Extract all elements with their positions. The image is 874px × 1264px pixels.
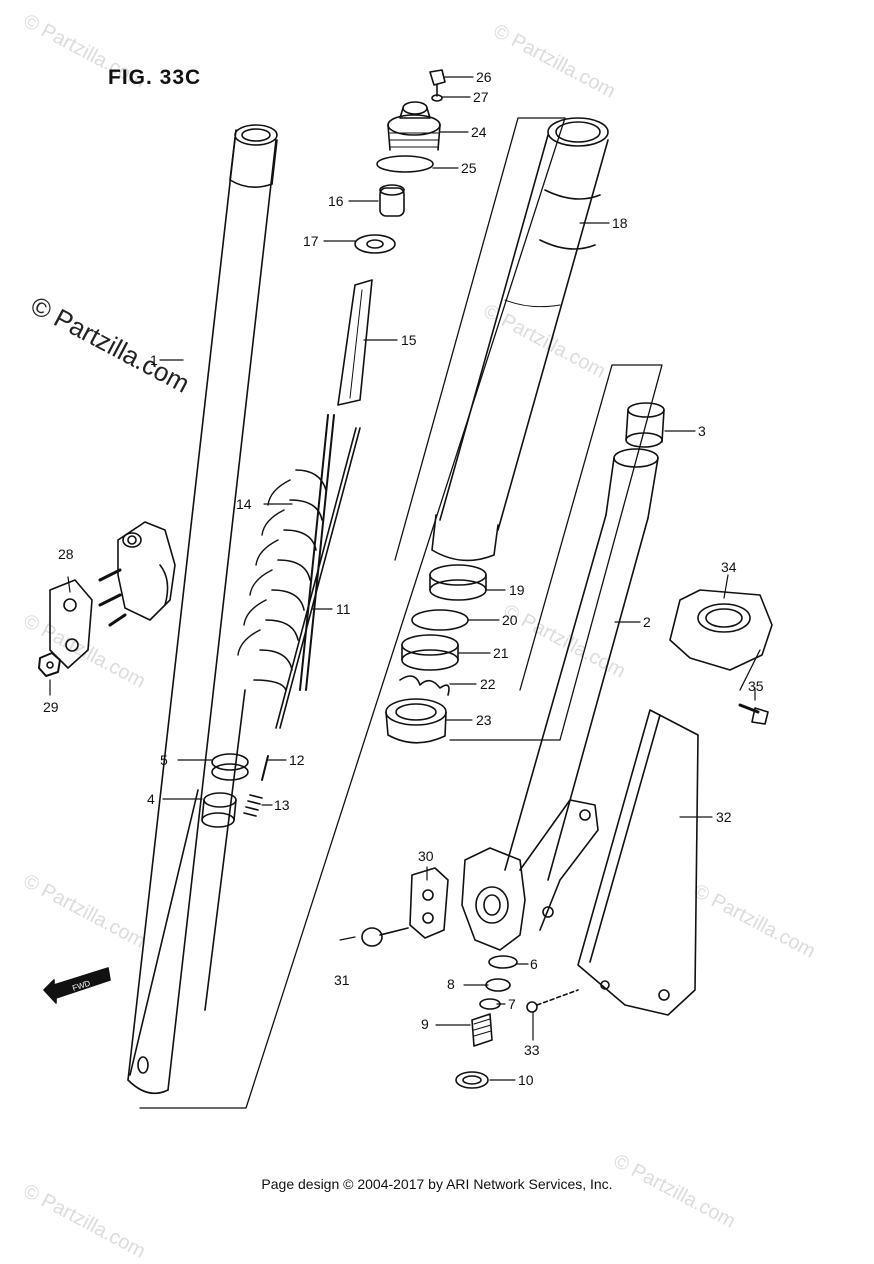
callout-18: 18 — [612, 215, 628, 231]
figure-title: FIG. 33C — [108, 66, 202, 89]
callout-32: 32 — [716, 809, 732, 825]
callout-27: 27 — [473, 89, 489, 105]
callout-17: 17 — [303, 233, 319, 249]
callout-33: 33 — [524, 1042, 540, 1058]
callout-25: 25 — [461, 160, 477, 176]
callout-5: 5 — [160, 752, 168, 768]
drain-parts — [455, 955, 518, 1089]
callout-2: 2 — [643, 614, 651, 630]
callout-11: 11 — [336, 601, 351, 617]
seals-stack — [385, 564, 487, 744]
cap-bolt-assembly — [354, 69, 446, 254]
callout-22: 22 — [480, 676, 496, 692]
callout-7: 7 — [508, 996, 516, 1012]
rod — [275, 427, 361, 729]
callout-12: 12 — [289, 752, 305, 768]
callout-24: 24 — [471, 124, 487, 140]
spring-guide — [337, 279, 373, 406]
fwd-arrow-badge: FWD — [43, 967, 111, 1004]
axle-clamp — [49, 579, 93, 669]
callout-30: 30 — [418, 848, 434, 864]
bushings-left — [201, 753, 249, 828]
callout-8: 8 — [447, 976, 455, 992]
bolt-33 — [526, 989, 579, 1013]
clamp-right — [409, 867, 449, 939]
callout-21: 21 — [493, 645, 509, 661]
callout-3: 3 — [698, 423, 706, 439]
fork-guard — [577, 709, 699, 1016]
callout-10: 10 — [518, 1072, 534, 1088]
callout-leaders — [49, 76, 756, 1081]
callout-15: 15 — [401, 332, 417, 348]
callout-1: 1 — [150, 352, 158, 368]
callout-14: 14 — [236, 496, 252, 512]
callout-9: 9 — [421, 1016, 429, 1032]
callout-26: 26 — [476, 69, 492, 85]
outer-tube-right — [504, 402, 665, 881]
callout-29: 29 — [43, 699, 59, 715]
fork-spring — [204, 414, 335, 1011]
callout-13: 13 — [274, 797, 290, 813]
fork-clamp — [669, 589, 773, 671]
callout-16: 16 — [328, 193, 344, 209]
callout-31: 31 — [334, 972, 350, 988]
axle-holder-right — [461, 799, 599, 951]
outer-tube — [431, 117, 609, 562]
callout-6: 6 — [530, 956, 538, 972]
clamp-studs — [98, 568, 127, 627]
callout-28: 28 — [58, 546, 74, 562]
callout-4: 4 — [147, 791, 155, 807]
nut — [38, 652, 61, 677]
footer-copyright: Page design © 2004-2017 by ARI Network S… — [261, 1176, 613, 1192]
callout-numbers: 26 27 24 25 16 17 18 15 1 3 14 34 28 19 … — [43, 69, 764, 1088]
small-pin-spring — [243, 755, 269, 817]
callout-34: 34 — [721, 559, 737, 575]
callout-20: 20 — [502, 612, 518, 628]
bolt-35 — [738, 703, 769, 725]
callout-35: 35 — [748, 678, 764, 694]
exploded-parts-diagram: FWD 26 27 24 25 16 17 18 15 1 3 14 34 28… — [38, 69, 773, 1109]
bolt-31 — [361, 927, 409, 947]
callout-23: 23 — [476, 712, 492, 728]
inner-tube-left — [117, 124, 278, 1095]
callout-19: 19 — [509, 582, 525, 598]
guide-lines — [139, 117, 761, 1109]
